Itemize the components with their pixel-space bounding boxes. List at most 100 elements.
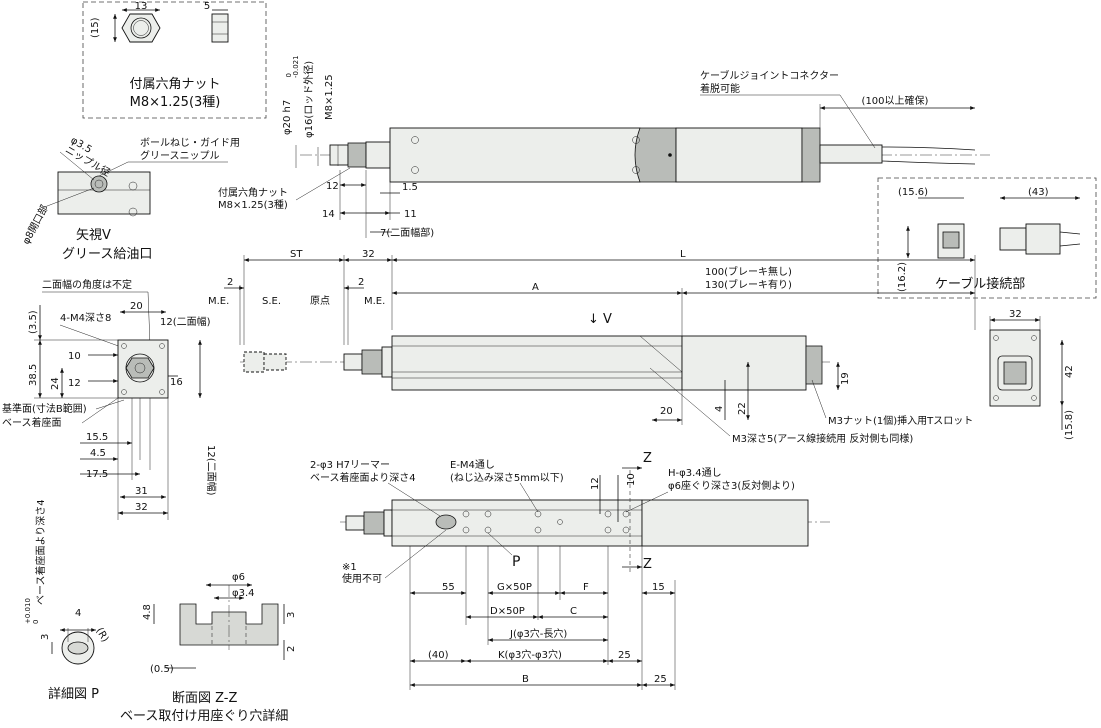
nut-thickness-dim: 5 bbox=[204, 1, 210, 12]
side-dim-22: 22 bbox=[737, 402, 748, 415]
section-title: 断面図 Z-Z bbox=[172, 691, 238, 706]
end-dim-32: 32 bbox=[135, 502, 148, 513]
motor-end-dim-32: 32 bbox=[1009, 309, 1022, 320]
top-actuator-body bbox=[389, 127, 641, 183]
mech-end-2: M.E. bbox=[364, 296, 385, 307]
grease-label-1: ボールねじ・ガイド用 bbox=[140, 137, 240, 149]
dim-1-5: 1.5 bbox=[402, 182, 418, 193]
top-cable bbox=[881, 146, 976, 165]
detail-p-marker: P bbox=[512, 554, 520, 570]
bottom-dim-10: 10 bbox=[626, 473, 637, 486]
cable-detail-frame bbox=[877, 177, 1097, 299]
view-v-marker: ↓ V bbox=[588, 312, 612, 327]
section-phi3-4: φ3.4 bbox=[232, 588, 255, 599]
m4-note-2: (ねじ込み深さ5mm以下) bbox=[450, 472, 564, 484]
grease-label-2: グリースニップル bbox=[140, 149, 220, 162]
home-origin: 原点 bbox=[310, 295, 330, 307]
dim-k-holes: K(φ3穴-φ3穴) bbox=[498, 648, 562, 661]
side-dim-20: 20 bbox=[660, 406, 673, 417]
stroke-st: ST bbox=[290, 249, 303, 260]
cable-dim-15-6: (15.6) bbox=[898, 187, 928, 198]
bottom-dim-15: 15 bbox=[652, 582, 665, 593]
side-dim-32: 32 bbox=[362, 249, 375, 260]
ground-screw-note: M3深さ5(アース線接続用 反対側も同様) bbox=[732, 432, 913, 445]
dim-14: 14 bbox=[322, 209, 335, 220]
end-dim-20: 20 bbox=[130, 301, 143, 312]
end-dim-31: 31 bbox=[135, 486, 148, 497]
unusable-note-2: 使用不可 bbox=[342, 572, 382, 585]
hex-nut-front bbox=[121, 13, 161, 43]
nut-detail: 13 5 (15) 付属六角ナット M8×1.25(3種) bbox=[82, 1, 267, 119]
section-z-bottom: Z bbox=[643, 557, 652, 572]
motor-end-view: 32 42 (15.8) bbox=[989, 309, 1075, 440]
cable-dim-43: (43) bbox=[1028, 187, 1049, 198]
section-dim-2: 2 bbox=[286, 646, 297, 652]
thru-hole-note-2: φ6座ぐり深さ3(反対側より) bbox=[668, 479, 795, 492]
end-view: 二面幅の角度は不定 20 4-M4深さ8 12(二面幅) (3.5) 38.5 … bbox=[2, 278, 218, 520]
grease-opening: φ8開口部 bbox=[19, 202, 51, 246]
mech-end-1: M.E. bbox=[208, 296, 229, 307]
nut-detail-frame bbox=[82, 1, 267, 119]
grease-view: ボールねじ・ガイド用 グリースニップル φ3.5ニップル径 φ8開口部 矢視V … bbox=[19, 135, 240, 262]
side-actuator-body bbox=[391, 335, 683, 391]
detail-p-title: 詳細図 P bbox=[48, 686, 99, 702]
dim-g-pitch: G×50P bbox=[497, 582, 532, 593]
section-dim-0-5: (0.5) bbox=[150, 664, 174, 675]
top-nut bbox=[347, 142, 367, 168]
top-nut-label-1: 付属六角ナット bbox=[218, 186, 288, 199]
dim-a: A bbox=[532, 282, 539, 293]
bottom-dim-12: 12 bbox=[590, 477, 601, 490]
detail-p: 4 (R) 3 +0.0100 ベース着座面より深さ4 詳細図 P bbox=[24, 499, 110, 702]
reamer-slot bbox=[67, 641, 89, 655]
dim-11: 11 bbox=[404, 209, 417, 220]
counterbore-section bbox=[179, 603, 279, 646]
motor-end-dim-42: 42 bbox=[1064, 365, 1075, 378]
side-dim-2a: 2 bbox=[227, 277, 233, 288]
section-z-top: Z bbox=[643, 451, 652, 466]
rod-fit: φ20 h7 bbox=[282, 100, 293, 135]
nut-height-dim: (15) bbox=[90, 17, 101, 38]
unusable-note-1: ※1 bbox=[342, 562, 357, 573]
section-phi6: φ6 bbox=[232, 572, 245, 583]
side-view: ↓ V ST 32 L A 100(ブレーキ無し) 130(ブレーキ有り) 2 … bbox=[208, 249, 976, 445]
top-motor-body bbox=[675, 127, 803, 183]
section-dim-3: 3 bbox=[286, 612, 297, 618]
side-dim-4: 4 bbox=[714, 406, 725, 412]
reamer-note-2: ベース着座面より深さ4 bbox=[310, 471, 416, 484]
end-dim-24: 24 bbox=[50, 377, 61, 390]
cable-detail: (43) (15.6) (16.2) ケーブル接続部 bbox=[877, 177, 1097, 299]
dim-b: B bbox=[522, 674, 529, 685]
end-dim-12-flats-v: 12(二面幅) bbox=[205, 445, 218, 496]
bottom-dim-25b: 25 bbox=[654, 674, 667, 685]
cable-detail-title: ケーブル接続部 bbox=[935, 276, 1025, 292]
end-dim-12-flats: 12(二面幅) bbox=[160, 315, 211, 328]
cable-length: (100以上確保) bbox=[862, 94, 929, 107]
cable-dim-16-2: (16.2) bbox=[897, 262, 908, 292]
dim-7-flats: 7(二面幅部) bbox=[380, 226, 434, 239]
end-dim-4-5: 4.5 bbox=[90, 448, 106, 459]
dim-f: F bbox=[583, 582, 589, 593]
dim-j-slot: J(φ3穴-長穴) bbox=[509, 627, 567, 640]
detail-p-dim-4: 4 bbox=[75, 608, 81, 619]
dim-d-pitch: D×50P bbox=[490, 606, 525, 617]
overall-length-l: L bbox=[680, 249, 686, 260]
section-dim-4-8: 4.8 bbox=[142, 604, 153, 620]
nut-title: 付属六角ナット bbox=[129, 77, 220, 92]
side-motor-body bbox=[681, 335, 807, 391]
nut-width-dim: 13 bbox=[135, 1, 148, 12]
end-dim-15-5: 15.5 bbox=[86, 432, 108, 443]
tapped-holes: 4-M4深さ8 bbox=[60, 312, 111, 324]
section-caption: ベース取付け用座ぐり穴詳細 bbox=[120, 708, 288, 724]
detail-p-dim-3: 3 bbox=[40, 634, 51, 640]
top-rod-end bbox=[329, 144, 349, 166]
thru-hole-note-1: H-φ3.4通し bbox=[668, 467, 722, 479]
rod-retracted-ghost bbox=[243, 351, 265, 373]
top-nut-label-2: M8×1.25(3種) bbox=[218, 198, 288, 211]
connector-label-1: ケーブルジョイントコネクター bbox=[700, 69, 839, 82]
bottom-motor-body bbox=[641, 499, 809, 547]
end-dim-16: 16 bbox=[170, 377, 183, 388]
detail-p-tol: +0.0100 bbox=[24, 598, 40, 624]
rod-dia: φ16(ロッド外径) bbox=[302, 61, 315, 138]
